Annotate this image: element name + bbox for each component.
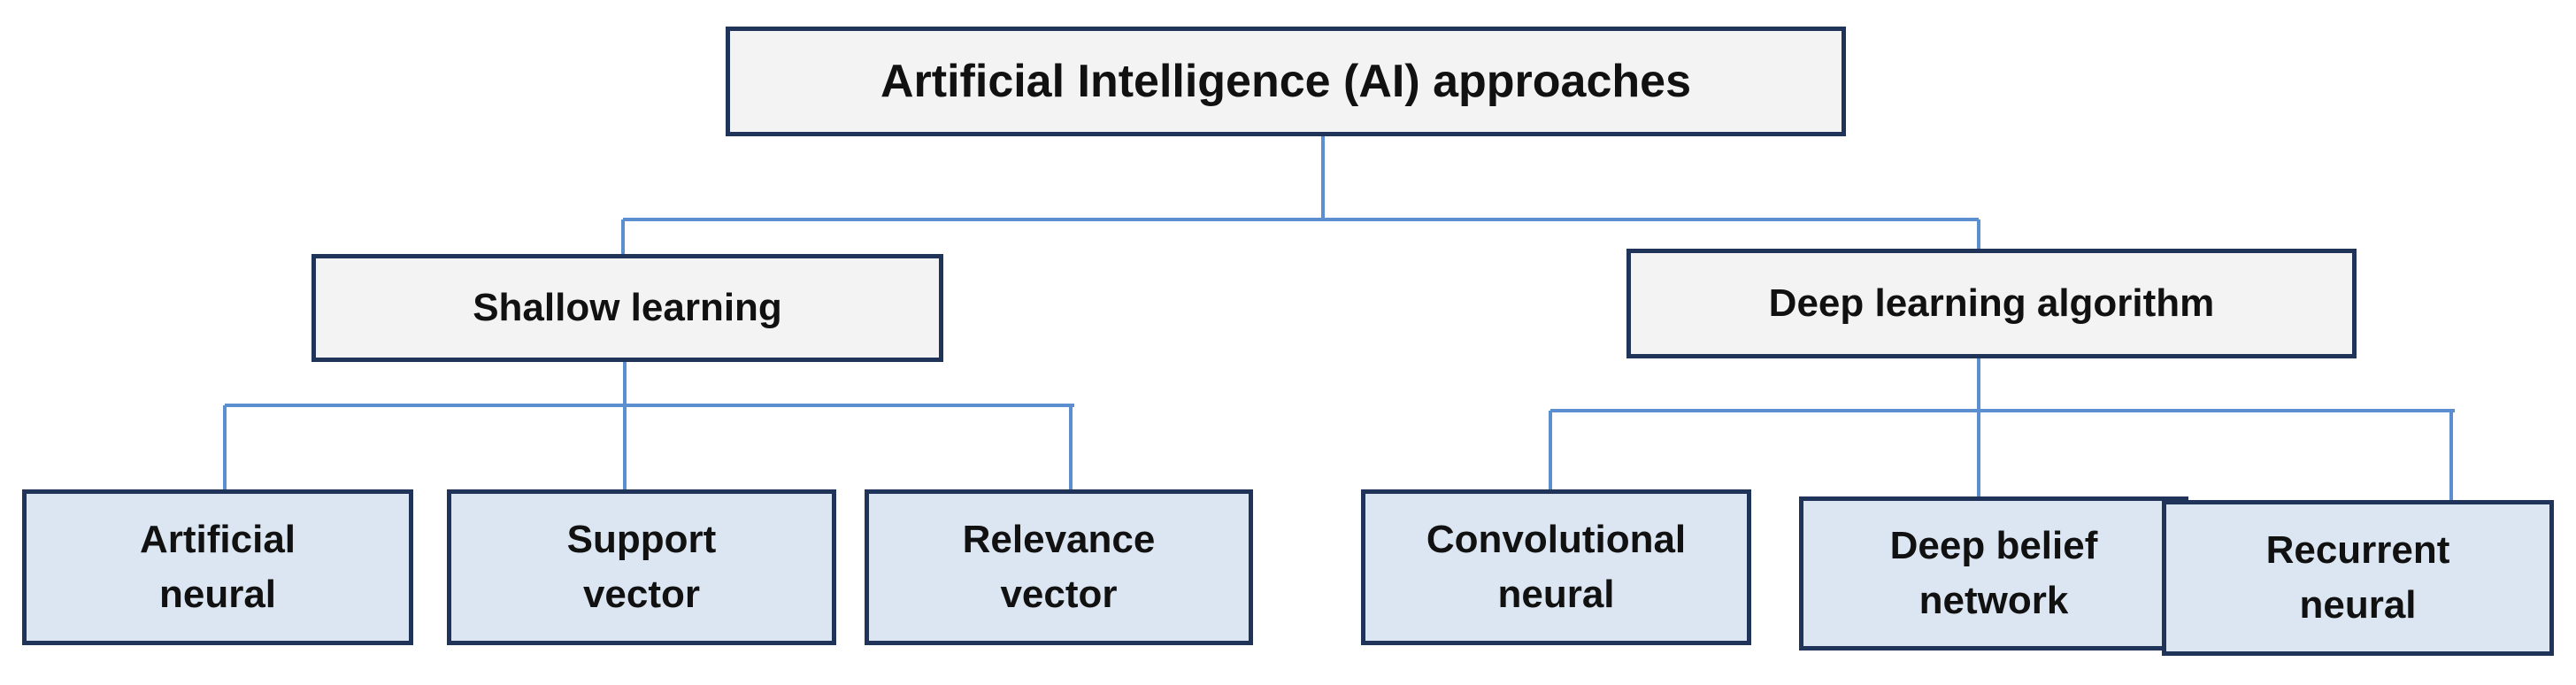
artificial-neural-node: Artificial neural [22, 489, 413, 645]
leaf-label-line2: vector [582, 573, 701, 616]
leaf-label-line2: neural [158, 573, 277, 616]
shallow-learning-label: Shallow learning [473, 286, 782, 329]
leaf-label-line1: Recurrent [2265, 528, 2450, 572]
leaf-label: Artificial neural [140, 512, 296, 622]
leaf-label-line1: Artificial [139, 518, 296, 561]
support-vector-node: Support vector [447, 489, 836, 645]
deep-learning-label: Deep learning algorithm [1768, 281, 2215, 325]
deep-belief-network-node: Deep belief network [1799, 496, 2188, 650]
leaf-label-line2: neural [2299, 583, 2417, 627]
leaf-label: Support vector [567, 512, 717, 622]
leaf-label: Convolutional neural [1426, 512, 1686, 622]
convolutional-neural-node: Convolutional neural [1361, 489, 1751, 645]
recurrent-neural-node: Recurrent neural [2162, 500, 2554, 656]
relevance-vector-node: Relevance vector [865, 489, 1253, 645]
root-node: Artificial Intelligence (AI) approaches [726, 27, 1846, 136]
leaf-label-line1: Convolutional [1426, 518, 1687, 561]
leaf-label: Recurrent neural [2266, 523, 2450, 633]
leaf-label-line2: network [1919, 579, 2069, 622]
leaf-label-line2: vector [1000, 573, 1118, 616]
leaf-label-line2: neural [1497, 573, 1615, 616]
leaf-label: Relevance vector [963, 512, 1156, 622]
leaf-label-line1: Deep belief [1889, 524, 2098, 567]
leaf-label-line1: Support [566, 518, 717, 561]
leaf-label: Deep belief network [1890, 519, 2098, 628]
root-node-label: Artificial Intelligence (AI) approaches [880, 56, 1691, 107]
shallow-learning-node: Shallow learning [311, 254, 943, 362]
leaf-label-line1: Relevance [962, 518, 1156, 561]
deep-learning-node: Deep learning algorithm [1626, 249, 2357, 358]
